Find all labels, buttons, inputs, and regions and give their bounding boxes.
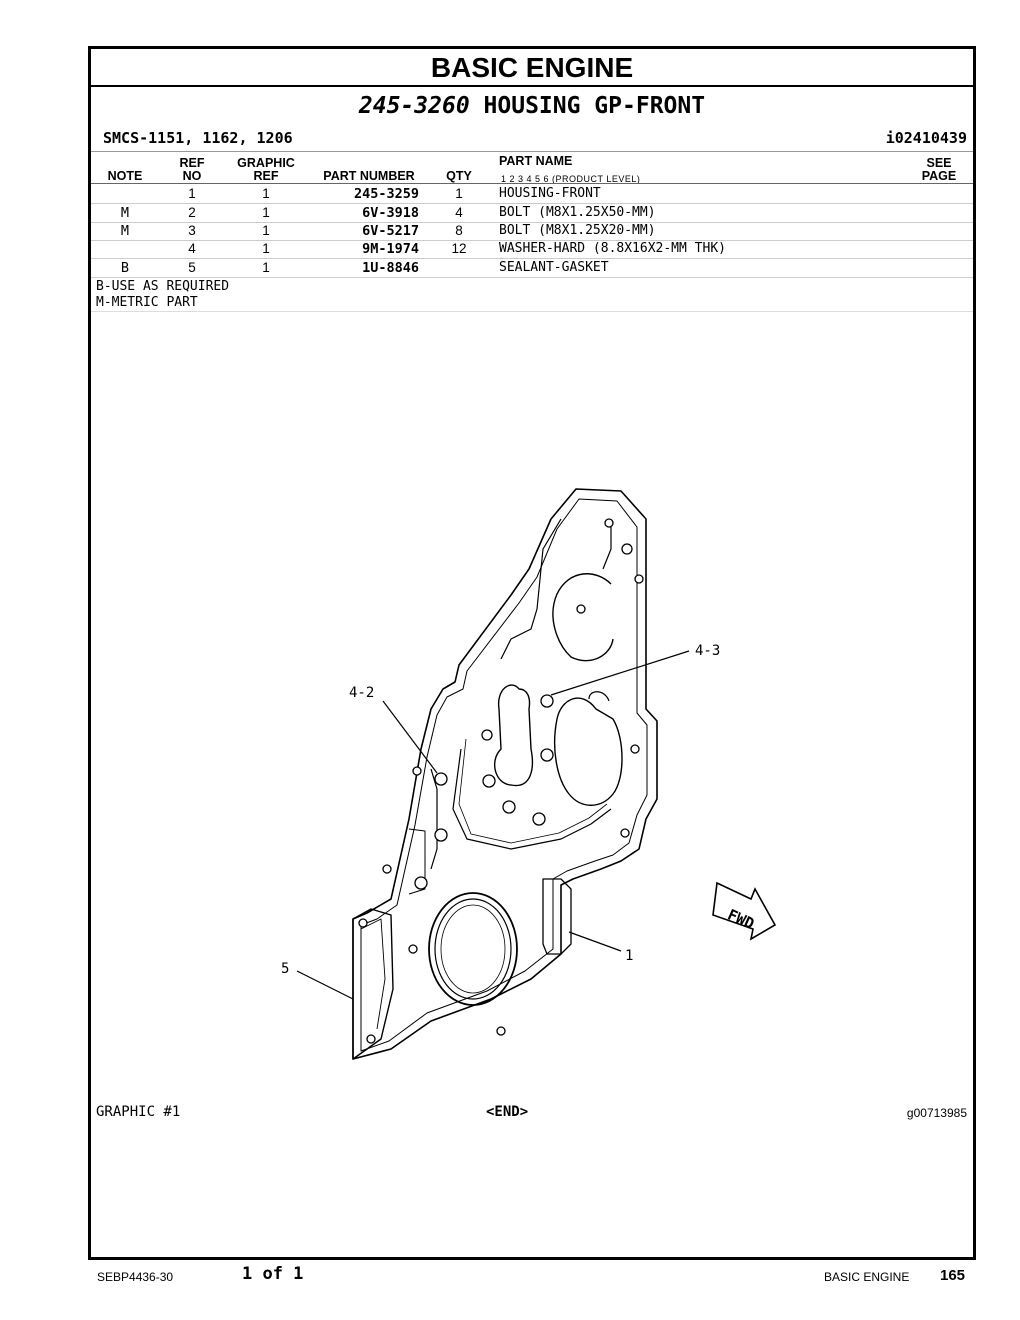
part-number-link[interactable]: 245-3259	[353, 186, 419, 202]
notes-divider	[91, 311, 973, 312]
footer-section: BASIC ENGINE	[824, 1270, 910, 1284]
group-name: HOUSING GP-FRONT	[483, 93, 706, 119]
note-b: B-USE AS REQUIRED	[96, 279, 230, 294]
end-marker: <END>	[486, 1104, 529, 1120]
callout-4-3: 4-3	[695, 643, 720, 659]
front-housing-illustration: FWD 4-3 4-2 1 5	[281, 488, 777, 1060]
col-part-number: PART NUMBER	[323, 169, 415, 183]
col-note: NOTE	[107, 169, 143, 183]
col-see-1: SEE	[926, 156, 952, 170]
graphic-label: GRAPHIC #1	[96, 1104, 181, 1120]
graphic-id: g00713985	[906, 1106, 967, 1120]
bolt-heads	[358, 518, 644, 1044]
callout-leaders	[296, 650, 690, 1000]
smcs-codes: SMCS-1151, 1162, 1206	[103, 129, 293, 147]
product-level-scale: 1 2 3 4 5 6 (PRODUCT LEVEL)	[501, 174, 641, 184]
part-number-link[interactable]: 6V-5217	[362, 223, 419, 239]
header-divider	[91, 151, 973, 152]
housing-outline	[352, 488, 658, 1060]
col-ref-2: NO	[182, 169, 202, 183]
table-row: B 5 1 1U-8846 SEALANT-GASKET	[91, 259, 973, 278]
part-number-link[interactable]: 1U-8846	[362, 260, 419, 276]
fwd-arrow-icon: FWD	[712, 881, 777, 941]
page-frame: BASIC ENGINE 245-3260 HOUSING GP-FRONT S…	[88, 46, 976, 1260]
col-ref-1: REF	[179, 156, 205, 170]
col-part-name: PART NAME	[499, 154, 573, 168]
part-number-link[interactable]: 9M-1974	[362, 241, 419, 257]
col-qty: QTY	[446, 169, 472, 183]
table-header-divider	[91, 183, 973, 184]
page-title: BASIC ENGINE	[91, 49, 973, 87]
notes-legend: B-USE AS REQUIRED M-METRIC PART	[96, 279, 229, 311]
footer-page-of: 1 of 1	[242, 1264, 304, 1284]
table-row: M 3 1 6V-5217 8 BOLT (M8X1.25X20-MM)	[91, 222, 973, 241]
note-m: M-METRIC PART	[96, 295, 198, 310]
table-row: M 2 1 6V-3918 4 BOLT (M8X1.25X50-MM)	[91, 204, 973, 223]
col-graphic-ref-1: GRAPHIC	[237, 156, 295, 170]
table-row: 1 1 245-3259 1 HOUSING-FRONT	[91, 185, 973, 204]
group-part-number: 245-3260	[358, 93, 470, 119]
callout-5: 5	[281, 961, 289, 977]
col-graphic-ref-2: REF	[253, 169, 279, 183]
document-identifier: i02410439	[885, 129, 967, 147]
col-see-2: PAGE	[921, 169, 957, 183]
footer-page-number: 165	[940, 1267, 966, 1284]
footer-document-number: SEBP4436-30	[97, 1270, 174, 1284]
group-title: 245-3260 HOUSING GP-FRONT	[91, 89, 973, 123]
callout-4-2: 4-2	[349, 685, 374, 701]
part-number-link[interactable]: 6V-3918	[362, 205, 419, 221]
callout-1: 1	[625, 948, 633, 964]
table-row: 4 1 9M-1974 12 WASHER-HARD (8.8X16X2-MM …	[91, 240, 973, 259]
